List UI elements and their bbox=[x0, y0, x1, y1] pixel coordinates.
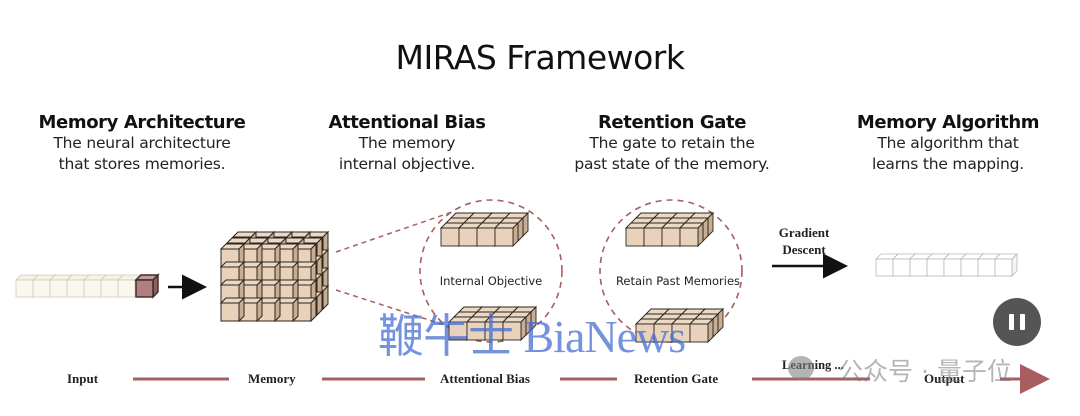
projection-line-bottom bbox=[335, 289, 461, 331]
objective-slab-bottom bbox=[501, 315, 528, 342]
retain-slab-bottom bbox=[652, 317, 679, 344]
column-desc-line1: The neural architecture bbox=[53, 134, 231, 152]
column-memory-architecture: Memory Architecture The neural architect… bbox=[2, 112, 282, 175]
diagram-title: MIRAS Framework bbox=[395, 38, 685, 77]
stage-retention-gate: Retention Gate bbox=[634, 371, 719, 386]
column-heading: Memory Algorithm bbox=[856, 112, 1040, 133]
pause-icon-bar bbox=[1020, 314, 1025, 330]
column-desc-line2: learns the mapping. bbox=[871, 155, 1024, 173]
wechat-icon bbox=[788, 356, 814, 380]
memory-unit-cube bbox=[219, 296, 246, 323]
retain-slab-top bbox=[678, 221, 705, 248]
column-heading: Memory Architecture bbox=[38, 112, 246, 133]
internal-objective-circle bbox=[419, 199, 563, 343]
wechat-watermark: 公众号 · 量子位 bbox=[838, 357, 1012, 386]
gradient-label: Gradient bbox=[779, 225, 830, 240]
stage-input: Input bbox=[67, 371, 99, 386]
output-sequence bbox=[875, 253, 1018, 277]
output-token-cube bbox=[994, 253, 1018, 277]
internal-objective-label: Internal Objective bbox=[440, 274, 543, 288]
bianews-watermark: 鞭牛士 BiaNews bbox=[378, 311, 686, 362]
memory-slabs bbox=[439, 211, 725, 344]
column-memory-algorithm: Memory Algorithm The algorithm that lear… bbox=[808, 112, 1080, 175]
column-desc-line1: The memory bbox=[358, 134, 456, 152]
current-input-cube bbox=[134, 273, 160, 299]
pause-icon bbox=[1009, 314, 1014, 330]
column-desc-line1: The gate to retain the bbox=[589, 134, 755, 152]
column-attentional-bias: Attentional Bias The memory internal obj… bbox=[267, 112, 547, 175]
stage-attentional-bias: Attentional Bias bbox=[440, 371, 530, 386]
memory-cube bbox=[219, 230, 330, 323]
retain-slab-bottom bbox=[688, 317, 715, 344]
stage-memory: Memory bbox=[248, 371, 296, 386]
column-heading: Attentional Bias bbox=[328, 112, 486, 133]
objective-slab-top bbox=[493, 221, 520, 248]
column-desc-line2: that stores memories. bbox=[58, 155, 226, 173]
column-desc-line2: past state of the memory. bbox=[574, 155, 770, 173]
column-desc-line2: internal objective. bbox=[338, 155, 476, 173]
pause-button[interactable] bbox=[993, 298, 1041, 346]
stage-output: Output bbox=[924, 371, 965, 386]
column-retention-gate: Retention Gate The gate to retain the pa… bbox=[532, 112, 812, 175]
input-sequence bbox=[15, 273, 160, 299]
descent-label: Descent bbox=[782, 242, 826, 257]
column-heading: Retention Gate bbox=[597, 112, 747, 133]
column-desc-line1: The algorithm that bbox=[877, 134, 1019, 152]
projection-line-top bbox=[335, 211, 453, 253]
retain-memories-label: Retain Past Memories bbox=[616, 274, 740, 288]
